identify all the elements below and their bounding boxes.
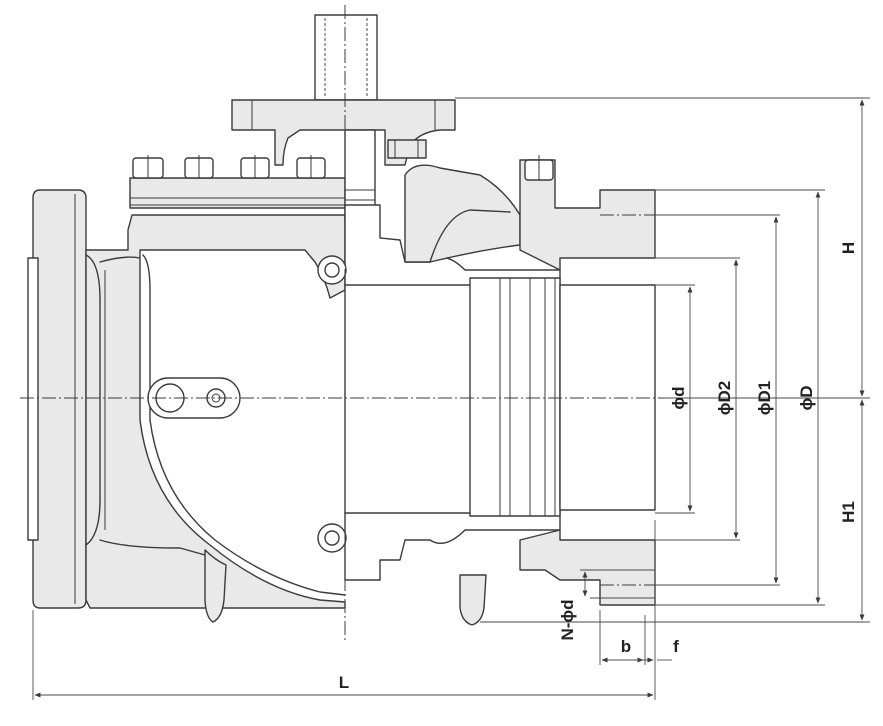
left-flange bbox=[27, 189, 87, 609]
label-H1: H1 bbox=[839, 501, 858, 523]
body-feet bbox=[204, 549, 487, 626]
label-N-phid: N-ϕd bbox=[558, 599, 577, 640]
trunnion-bolts bbox=[317, 255, 347, 553]
label-phiD: ϕD bbox=[797, 385, 816, 410]
valve-body bbox=[85, 214, 346, 609]
label-f: f bbox=[673, 637, 679, 656]
dimension-labels: H H1 ϕD ϕD1 ϕD2 ϕd N-ϕd b f L bbox=[339, 242, 858, 692]
label-b: b bbox=[621, 637, 631, 656]
label-L: L bbox=[339, 673, 349, 692]
dimensions bbox=[32, 97, 870, 700]
bonnet bbox=[129, 155, 346, 209]
label-phid: ϕd bbox=[669, 386, 688, 409]
label-phiD1: ϕD1 bbox=[755, 381, 774, 415]
drain-plug bbox=[147, 377, 241, 419]
bonnet-bolts bbox=[132, 155, 326, 179]
body-section bbox=[344, 155, 656, 606]
label-phiD2: ϕD2 bbox=[715, 381, 734, 415]
center-lines bbox=[20, 5, 665, 640]
label-H: H bbox=[839, 242, 858, 254]
